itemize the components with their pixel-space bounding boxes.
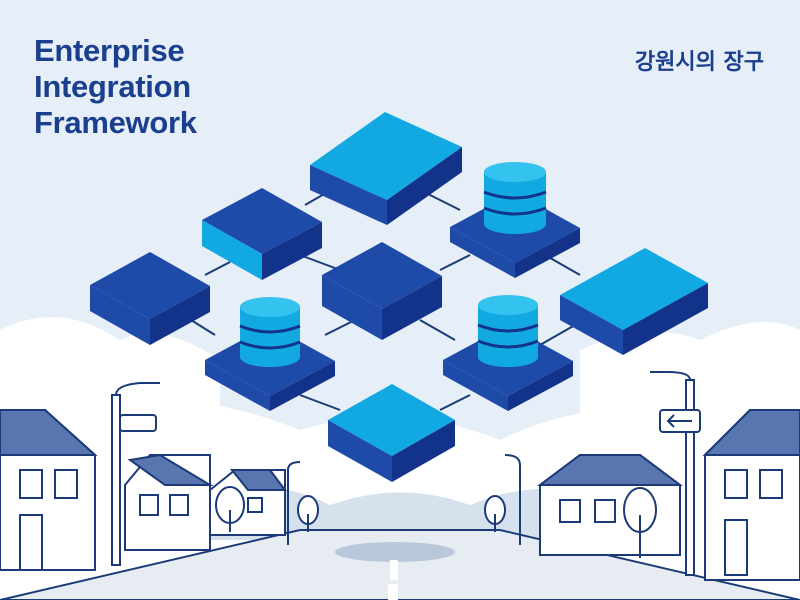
street-lamp-left bbox=[111, 382, 160, 566]
block-center bbox=[322, 242, 442, 340]
title-line: Enterprise bbox=[34, 33, 185, 68]
block-right bbox=[560, 248, 708, 355]
tree-right bbox=[484, 487, 657, 558]
house-right-large bbox=[702, 409, 800, 581]
block-top-center bbox=[310, 112, 462, 225]
left-arrow-icon bbox=[666, 414, 692, 428]
house-left-large bbox=[0, 408, 98, 571]
house-left-middle bbox=[124, 453, 214, 551]
network-links bbox=[174, 184, 581, 411]
korean-subtitle: 강원시의 장구 bbox=[634, 50, 764, 75]
block-upper-left bbox=[202, 188, 322, 280]
database-icon bbox=[483, 162, 547, 234]
street-lamp-left-small bbox=[287, 461, 301, 545]
database-icon bbox=[239, 297, 301, 367]
block-left bbox=[90, 252, 210, 345]
street-lamp-right-small bbox=[504, 454, 521, 545]
title-line: Framework bbox=[34, 105, 197, 140]
block-bottom-center bbox=[328, 384, 455, 482]
tree-left bbox=[215, 486, 319, 532]
title-line: Integration bbox=[34, 69, 191, 104]
road bbox=[0, 529, 800, 600]
house-right-middle bbox=[537, 454, 683, 556]
database-icon bbox=[477, 295, 539, 367]
page-title: Enterprise Integration Framework bbox=[34, 33, 197, 141]
